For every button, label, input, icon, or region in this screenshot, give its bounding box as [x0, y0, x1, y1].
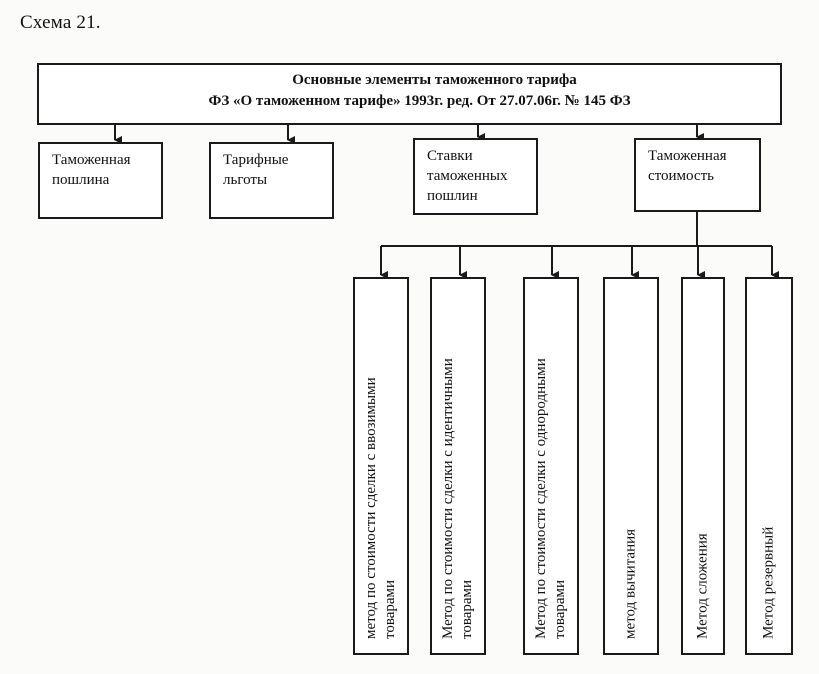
method-box-fallback: Метод резервный: [745, 277, 793, 655]
method-box-identical-goods: Метод по стоимости сделки с идентичными …: [430, 277, 486, 655]
method-box-transaction-value-imported: метод по стоимости сделки с ввозимыми то…: [353, 277, 409, 655]
method-box-deduction: метод вычитания: [603, 277, 659, 655]
method-label-identical-goods: Метод по стоимости сделки с идентичными …: [440, 358, 475, 639]
element-label-duty-rates: Ставки таможенных пошлин: [427, 148, 508, 204]
method-box-computed: Метод сложения: [681, 277, 725, 655]
element-label-customs-value: Таможенная стоимость: [648, 148, 727, 184]
method-box-similar-goods: Метод по стоимости сделки с однородными …: [523, 277, 579, 655]
element-label-customs-duty: Таможенная пошлина: [52, 152, 131, 188]
element-box-customs-value: Таможенная стоимость: [634, 138, 761, 212]
method-label-deduction: метод вычитания: [622, 528, 639, 639]
method-label-fallback: Метод резервный: [760, 526, 777, 639]
scheme-caption: Схема 21.: [20, 12, 101, 33]
method-label-similar-goods: Метод по стоимости сделки с однородными …: [533, 358, 568, 639]
element-label-tariff-benefits: Тарифные льготы: [223, 152, 289, 188]
tariff-elements-title-box: Основные элементы таможенного тарифа ФЗ …: [37, 63, 782, 125]
element-box-duty-rates: Ставки таможенных пошлин: [413, 138, 538, 215]
element-box-customs-duty: Таможенная пошлина: [38, 142, 163, 219]
method-label-transaction-value-imported: метод по стоимости сделки с ввозимыми то…: [363, 377, 398, 639]
method-label-computed: Метод сложения: [694, 533, 711, 639]
element-box-tariff-benefits: Тарифные льготы: [209, 142, 334, 219]
title-line-2: ФЗ «О таможенном тарифе» 1993г. ред. От …: [208, 93, 631, 109]
title-line-1: Основные элементы таможенного тарифа: [292, 72, 577, 88]
